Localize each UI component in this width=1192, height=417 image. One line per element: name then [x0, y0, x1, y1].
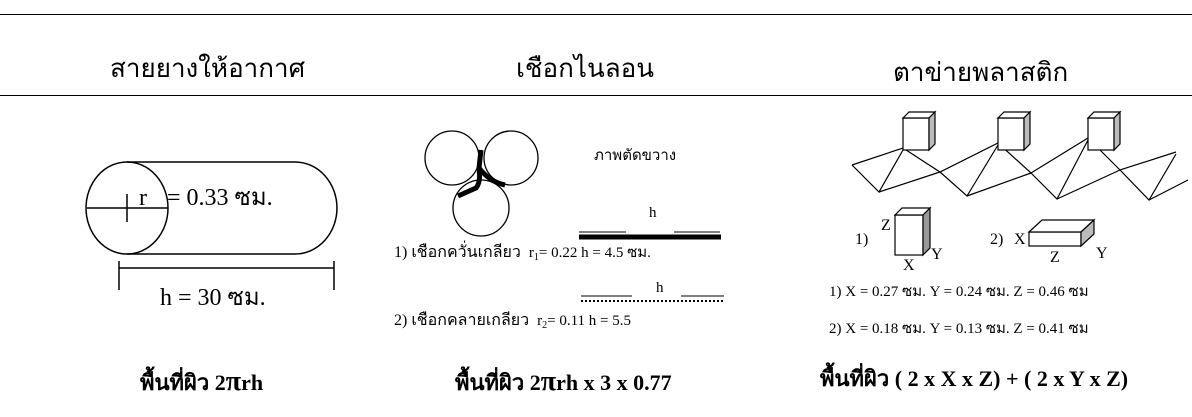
- net-dim-1: 1) X = 0.27 ซม. Y = 0.24 ซม. Z = 0.46 ซม: [829, 284, 1089, 300]
- header-rule: [0, 95, 1192, 96]
- net-box-tall: [893, 206, 932, 257]
- header-rope: เชือกไนลอน: [516, 54, 655, 83]
- formula-net: พื้นที่ผิว ( 2 x X x Z) + ( 2 x Y x Z): [820, 366, 1129, 391]
- net-box2-number: 2): [990, 231, 1004, 248]
- rope-twisted-r: r: [528, 245, 534, 261]
- net-box2-x: X: [1014, 231, 1026, 248]
- net-box-flat: [1027, 218, 1096, 248]
- net-box1-y: Y: [931, 246, 943, 263]
- rope-twisted-values: = 0.22 h = 4.5 ซม.: [538, 245, 651, 261]
- net-box1-z: Z: [881, 217, 891, 234]
- rope-cross-section-label: ภาพตัดขวาง: [594, 148, 677, 164]
- rope-twisted-name: 1) เชือกควั่นเกลียว: [394, 244, 521, 261]
- formula-hose-suffix: rh: [241, 370, 264, 395]
- rope-cross-section-diagram: [424, 130, 539, 237]
- net-box1-x: X: [903, 257, 915, 274]
- rope-loose-values: = 0.11 h = 5.5: [547, 313, 632, 329]
- hose-radius-value: = 0.33 ซม.: [167, 185, 273, 211]
- rope-line-twisted: [579, 231, 721, 240]
- net-box2-y: Y: [1096, 245, 1108, 262]
- formula-hose-pi: π: [225, 366, 242, 397]
- formula-rope: พื้นที่ผิว 2πrh x 3 x 0.77: [455, 368, 672, 396]
- rope-line-loose: [581, 295, 724, 302]
- hose-cylinder-diagram: [85, 161, 338, 290]
- rope-loose-r: r: [537, 313, 543, 329]
- hose-length-label: h = 30 ซม.: [160, 285, 266, 311]
- formula-rope-pi: π: [540, 366, 557, 397]
- net-strip-diagram: [851, 110, 1189, 201]
- formula-hose-prefix: พื้นที่ผิว 2: [140, 370, 226, 395]
- net-dim-2: 2) X = 0.18 ซม. Y = 0.13 ซม. Z = 0.41 ซม: [829, 321, 1089, 337]
- top-rule: [0, 14, 1192, 15]
- net-box1-number: 1): [855, 231, 869, 248]
- hose-radius-label: r: [139, 185, 147, 211]
- net-box2-z: Z: [1050, 249, 1060, 266]
- formula-hose: พื้นที่ผิว 2πrh: [140, 368, 263, 396]
- rope-loose-spec: 2) เชือกคลายเกลียว r2= 0.11 h = 5.5: [394, 313, 631, 331]
- header-hose: สายยางให้อากาศ: [110, 54, 306, 83]
- rope-h-label-2: h: [656, 280, 664, 296]
- rope-loose-name: 2) เชือกคลายเกลียว: [394, 312, 530, 329]
- rope-loose-r-sub: 2: [542, 320, 548, 331]
- formula-rope-suffix: rh x 3 x 0.77: [556, 370, 672, 395]
- formula-rope-prefix: พื้นที่ผิว 2: [455, 370, 541, 395]
- header-net: ตาข่ายพลาสติก: [893, 58, 1069, 87]
- rope-twisted-r-sub: 1: [533, 252, 539, 263]
- rope-twisted-spec: 1) เชือกควั่นเกลียว r1= 0.22 h = 4.5 ซม.: [394, 245, 651, 263]
- rope-h-label-1: h: [649, 205, 657, 221]
